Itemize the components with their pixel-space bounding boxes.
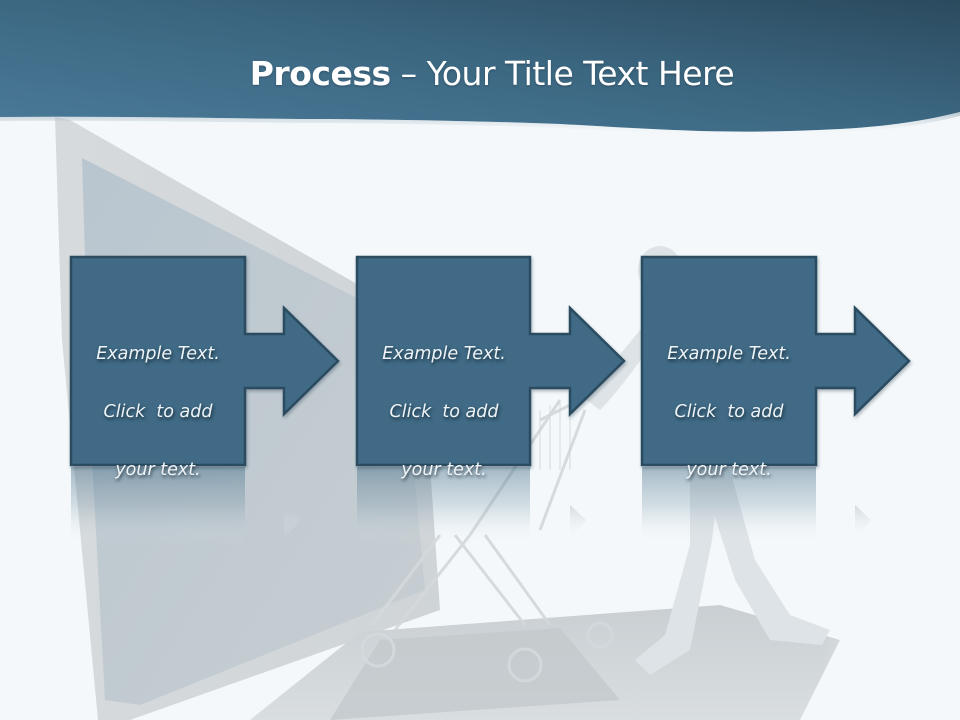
step-2-line-3: your text.	[401, 460, 487, 480]
step-2-line-1: Example Text.	[382, 344, 506, 364]
step-3-line-3: your text.	[686, 460, 772, 480]
step-2-line-2: Click to add	[389, 402, 499, 422]
header-band	[0, 0, 960, 136]
step-3-line-1: Example Text.	[667, 344, 791, 364]
process-step-1-shape[interactable]	[69, 255, 340, 467]
process-step-3-text[interactable]: Example Text. Click to add your text.	[642, 311, 816, 514]
process-step-3-shape[interactable]	[640, 255, 911, 467]
process-step-2-text[interactable]: Example Text. Click to add your text.	[357, 311, 531, 514]
process-step-1-text[interactable]: Example Text. Click to add your text.	[71, 311, 245, 514]
step-1-line-2: Click to add	[103, 402, 213, 422]
reflections	[71, 467, 871, 545]
step-3-line-2: Click to add	[674, 402, 784, 422]
step-1-line-1: Example Text.	[96, 344, 220, 364]
process-step-2-shape[interactable]	[355, 255, 626, 467]
slide-title[interactable]: Process – Your Title Text Here	[0, 52, 960, 96]
title-bold-part: Process	[249, 54, 391, 93]
step-1-line-3: your text.	[115, 460, 201, 480]
title-rest-part: – Your Title Text Here	[390, 54, 735, 93]
